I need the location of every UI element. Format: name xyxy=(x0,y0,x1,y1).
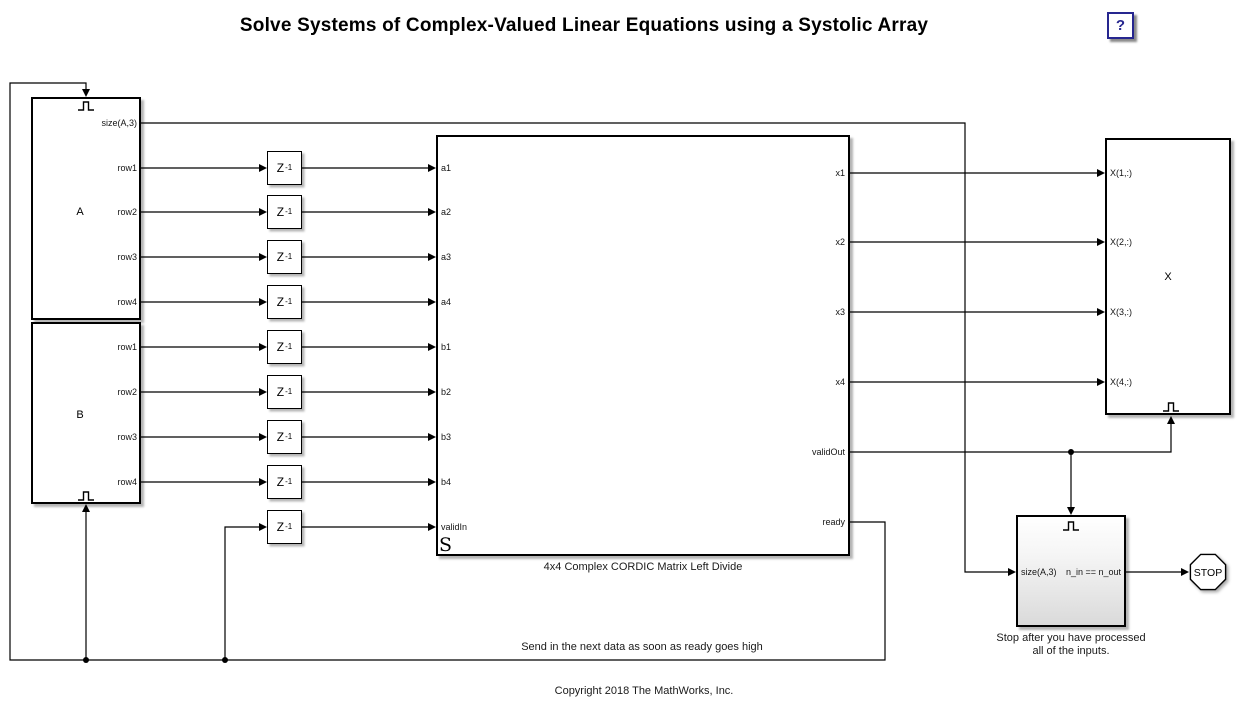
port-b-row1: row1 xyxy=(117,342,137,352)
delay-block-8[interactable]: Z-1 xyxy=(267,465,302,499)
delay-block-9[interactable]: Z-1 xyxy=(267,510,302,544)
port-solver-a4: a4 xyxy=(441,297,452,307)
delay-block-3[interactable]: Z-1 xyxy=(267,240,302,274)
arrowhead xyxy=(259,388,267,396)
block-b-label: B xyxy=(76,409,84,421)
port-x1-row: X(1,:) xyxy=(1110,168,1133,178)
arrowhead xyxy=(1181,568,1189,576)
delay-block-4[interactable]: Z-1 xyxy=(267,285,302,319)
junction-dot xyxy=(222,657,228,663)
arrowhead xyxy=(259,478,267,486)
arrowhead xyxy=(1097,378,1105,386)
arrowhead xyxy=(1167,416,1175,424)
arrowhead xyxy=(259,208,267,216)
port-a-row1: row1 xyxy=(117,163,137,173)
port-solver-x4: x4 xyxy=(835,377,845,387)
delay-block-5[interactable]: Z-1 xyxy=(267,330,302,364)
port-solver-a1: a1 xyxy=(441,163,452,173)
delay-block-2[interactable]: Z-1 xyxy=(267,195,302,229)
port-solver-validout: validOut xyxy=(811,447,845,457)
arrowhead xyxy=(428,388,436,396)
port-x2-row: X(2,:) xyxy=(1110,237,1133,247)
help-button[interactable]: ? xyxy=(1107,12,1134,39)
block-cordic-solver[interactable] xyxy=(436,135,850,556)
port-solver-x1: x1 xyxy=(835,168,845,178)
port-solver-validin: validIn xyxy=(441,522,468,532)
block-stop-subsystem[interactable] xyxy=(1016,515,1126,627)
block-stop-sim[interactable]: STOP xyxy=(1189,553,1227,591)
arrowhead xyxy=(1097,238,1105,246)
arrowhead xyxy=(428,478,436,486)
wire-ready-to-validin-delay[interactable] xyxy=(224,526,260,660)
port-x4-row: X(4,:) xyxy=(1110,377,1133,387)
arrowhead xyxy=(428,523,436,531)
port-solver-b4: b4 xyxy=(441,477,452,487)
port-solver-b1: b1 xyxy=(441,342,452,352)
port-solver-x2: x2 xyxy=(835,237,845,247)
port-stop-size: size(A,3) xyxy=(1021,567,1057,577)
arrowhead xyxy=(428,343,436,351)
arrowhead xyxy=(1097,308,1105,316)
arrowhead xyxy=(428,208,436,216)
port-a-row4: row4 xyxy=(117,297,137,307)
port-stop-compare: n_in == n_out xyxy=(1065,567,1121,577)
port-b-row4: row4 xyxy=(117,477,137,487)
arrowhead xyxy=(428,433,436,441)
arrowhead xyxy=(259,253,267,261)
solver-caption: 4x4 Complex CORDIC Matrix Left Divide xyxy=(543,561,743,573)
port-solver-ready: ready xyxy=(822,517,845,527)
port-a-row2: row2 xyxy=(117,207,137,217)
stop-label: STOP xyxy=(1194,567,1222,579)
block-x-result[interactable] xyxy=(1105,138,1231,415)
stop-caption-line1: Stop after you have processed xyxy=(996,632,1146,644)
port-solver-x3: x3 xyxy=(835,307,845,317)
arrowhead xyxy=(259,298,267,306)
arrowhead xyxy=(259,164,267,172)
delay-block-6[interactable]: Z-1 xyxy=(267,375,302,409)
arrowhead xyxy=(428,253,436,261)
arrowhead xyxy=(1097,169,1105,177)
arrowhead xyxy=(428,298,436,306)
arrowhead xyxy=(259,433,267,441)
junction-dot xyxy=(83,657,89,663)
arrowhead xyxy=(259,523,267,531)
wire-validout[interactable] xyxy=(850,423,1172,453)
arrowhead xyxy=(82,89,90,97)
block-x-label: X xyxy=(1164,271,1172,283)
port-a-size: size(A,3) xyxy=(101,118,137,128)
arrowhead xyxy=(1008,568,1016,576)
arrowhead xyxy=(82,504,90,512)
stop-octagon-icon xyxy=(1189,553,1227,591)
port-solver-a3: a3 xyxy=(441,252,452,262)
port-b-row2: row2 xyxy=(117,387,137,397)
question-mark-icon: ? xyxy=(1115,17,1126,34)
arrowhead xyxy=(1067,507,1075,515)
port-solver-a2: a2 xyxy=(441,207,452,217)
port-a-row3: row3 xyxy=(117,252,137,262)
junction-dot xyxy=(1068,449,1074,455)
delay-block-1[interactable]: Z-1 xyxy=(267,151,302,185)
arrowhead xyxy=(259,343,267,351)
block-a-label: A xyxy=(76,206,84,218)
port-x3-row: X(3,:) xyxy=(1110,307,1133,317)
delay-block-7[interactable]: Z-1 xyxy=(267,420,302,454)
arrowhead xyxy=(428,164,436,172)
port-solver-b2: b2 xyxy=(441,387,452,397)
port-solver-b3: b3 xyxy=(441,432,452,442)
model-title: Solve Systems of Complex-Valued Linear E… xyxy=(239,15,929,36)
ready-note: Send in the next data as soon as ready g… xyxy=(521,641,763,653)
stop-caption-line2: all of the inputs. xyxy=(1032,645,1110,657)
port-b-row3: row3 xyxy=(117,432,137,442)
copyright-note: Copyright 2018 The MathWorks, Inc. xyxy=(554,685,734,697)
model-reference-badge: S xyxy=(439,534,453,556)
